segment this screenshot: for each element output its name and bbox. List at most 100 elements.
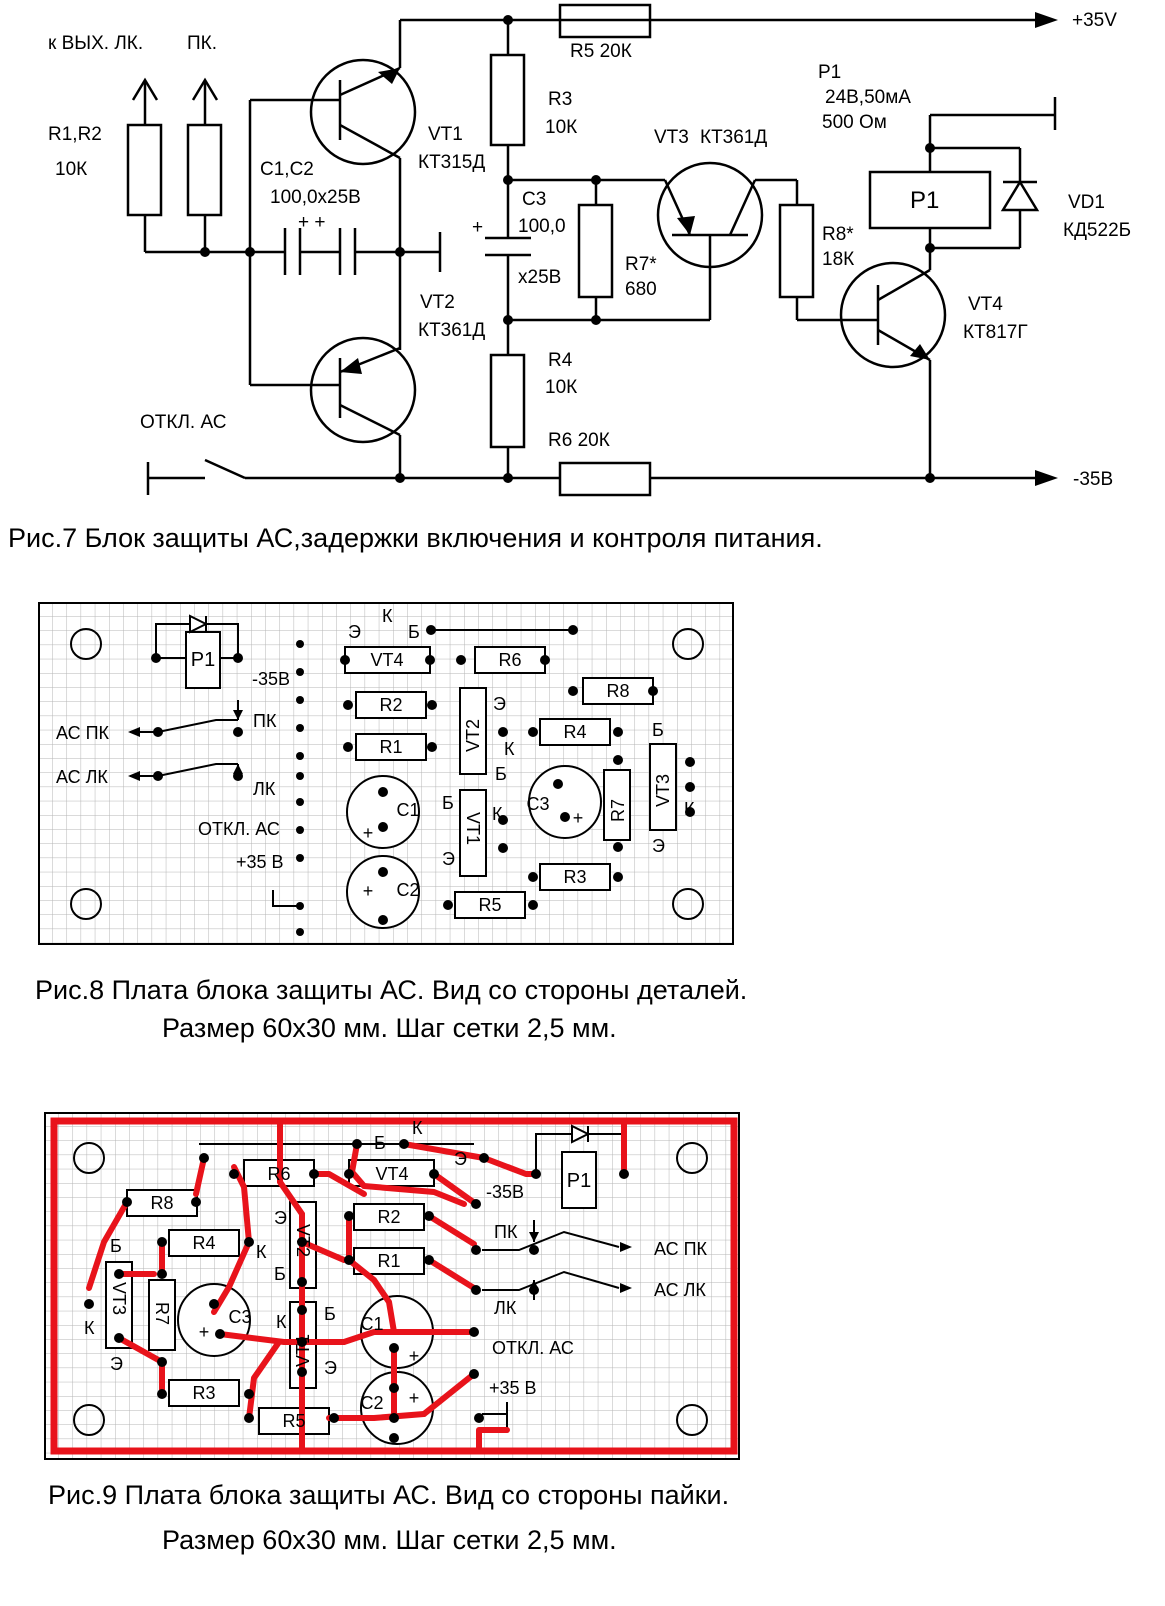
bottom-pk-label: ПК [494, 1222, 518, 1242]
top-lk-label: ЛК [253, 779, 276, 799]
bottom-plus35-label: +35 В [489, 1378, 537, 1398]
top-p1-label: Р1 [191, 649, 215, 671]
bottom-vt4-b: Б [374, 1133, 386, 1153]
bottom-c1-plus: + [409, 1346, 420, 1366]
bottom-vt2-label: VT2 [293, 1224, 313, 1257]
bottom-c1-label: С1 [360, 1314, 383, 1334]
bottom-lk-label: ЛК [494, 1298, 517, 1318]
bottom-vt1-e: Э [324, 1358, 337, 1378]
r4-name: R4 [548, 350, 573, 371]
top-vt2-e: Э [493, 694, 506, 714]
c1c2-value: 100,0х25В [270, 187, 361, 208]
top-vt1-b: Б [442, 793, 454, 813]
fig7-caption: Рис.7 Блок защиты АС,задержки включения … [8, 523, 823, 553]
c3-voltage: х25В [518, 267, 561, 288]
r7-name: R7* [625, 254, 657, 275]
top-r2-label: R2 [379, 695, 402, 715]
r8-name: R8* [822, 224, 854, 245]
vd1-type: КД522Б [1063, 220, 1131, 241]
bottom-c3-label: С3 [228, 1307, 251, 1327]
top-c2-plus: + [363, 881, 374, 901]
bottom-vt3-e: Э [110, 1354, 123, 1374]
vt2-type: КТ361Д [418, 320, 485, 341]
top-otkl-label: ОТКЛ. АС [198, 819, 280, 839]
top-pk-label: ПК [253, 711, 277, 731]
top-vt1-e: Э [442, 849, 455, 869]
bottom-r2-label: R2 [377, 1207, 400, 1227]
bottom-vt2-b: Б [274, 1264, 286, 1284]
r1r2-value: 10К [55, 159, 87, 180]
input-lk-label: к ВЫХ. ЛК. [48, 33, 143, 54]
bottom-c3-plus: + [199, 1322, 210, 1342]
top-r3-label: R3 [563, 867, 586, 887]
vt3-type: КТ361Д [700, 127, 767, 148]
top-vt4-b: Б [408, 622, 420, 642]
vd1-name: VD1 [1068, 192, 1105, 213]
schematic-diagram: к ВЫХ. ЛК. ПК. R1,R2 10К С1,С2 100,0х25В… [48, 3, 1131, 497]
c3-value: 100,0 [518, 216, 566, 237]
top-c2-label: С2 [396, 880, 419, 900]
top-ac-pk-label: АС ПК [56, 723, 110, 743]
bottom-r1-label: R1 [377, 1251, 400, 1271]
bottom-p1-label: Р1 [567, 1170, 591, 1192]
p1-name: Р1 [818, 62, 841, 83]
p1-box-label: Р1 [910, 187, 939, 214]
bottom-vt1-k: К [276, 1312, 287, 1332]
bottom-vt3-b: Б [110, 1236, 122, 1256]
bottom-r4-label: R4 [192, 1233, 215, 1253]
bottom-vt1-label: VT1 [293, 1334, 313, 1367]
r3-value: 10К [545, 117, 577, 138]
bottom-vt4-label: VT4 [375, 1164, 408, 1184]
vt4-name: VT4 [968, 294, 1003, 315]
switch-label: ОТКЛ. АС [140, 412, 226, 433]
bottom-vt3-label: VT3 [109, 1282, 129, 1315]
r1r2-name: R1,R2 [48, 124, 102, 145]
bottom-minus35-label: -35В [486, 1182, 524, 1202]
vt2-name: VT2 [420, 292, 455, 313]
top-r4-label: R4 [563, 722, 586, 742]
c3-name: С3 [522, 189, 546, 210]
bottom-otkl-label: ОТКЛ. АС [492, 1338, 574, 1358]
fig9-caption-line2: Размер 60х30 мм. Шаг сетки 2,5 мм. [162, 1525, 617, 1555]
r8-value: 18К [822, 249, 854, 270]
bottom-ac-lk-label: АС ЛК [654, 1280, 706, 1300]
r4-value: 10К [545, 377, 577, 398]
input-pk-label: ПК. [187, 33, 217, 54]
top-c1-label: С1 [396, 800, 419, 820]
top-r1-label: R1 [379, 737, 402, 757]
bottom-r8-label: R8 [150, 1193, 173, 1213]
top-ac-lk-label: АС ЛК [56, 767, 108, 787]
bottom-vt3-k: К [84, 1318, 95, 1338]
top-vt3-e: Э [652, 836, 665, 856]
bottom-ac-pk-label: АС ПК [654, 1239, 708, 1259]
r3-name: R3 [548, 89, 572, 110]
vt4-type: КТ817Г [963, 322, 1028, 343]
fig9-caption-line1: Рис.9 Плата блока защиты АС. Вид со стор… [48, 1480, 730, 1510]
minus-rail-label: -35В [1073, 469, 1113, 490]
vt3-name: VT3 [654, 127, 689, 148]
r6-label: R6 20К [548, 430, 610, 451]
top-r7-label: R7 [608, 799, 628, 822]
board-component-side: Р1 VT4 R6 R8 R2 R1 R4 R3 R5 С1 С2 С3 + +… [38, 602, 734, 945]
top-vt2-k: К [504, 739, 515, 759]
r7-value: 680 [625, 279, 657, 300]
bottom-vt4-k: К [412, 1118, 423, 1138]
bottom-vt2-k: К [256, 1242, 267, 1262]
bottom-vt2-e: Э [274, 1208, 287, 1228]
plus-rail-label: +35V [1072, 10, 1117, 31]
fig8-caption-line1: Рис.8 Плата блока защиты АС. Вид со стор… [35, 975, 748, 1005]
bottom-c2-plus: + [409, 1388, 420, 1408]
top-c1-plus: + [363, 823, 374, 843]
r5-label: R5 20К [570, 41, 632, 62]
top-c3-label: С3 [526, 794, 549, 814]
bottom-vt4-e: Э [454, 1149, 467, 1169]
c1c2-name: С1,С2 [260, 159, 314, 180]
c1c2-polarity: + + [298, 212, 325, 233]
board-solder-side: Р1 VT4 R6 R8 R2 R4 R1 R3 R5 С3 С1 С2 + +… [44, 1112, 740, 1460]
bottom-r7-label: R7 [152, 1302, 172, 1325]
top-vt2-b: Б [495, 764, 507, 784]
fig8-caption-line2: Размер 60х30 мм. Шаг сетки 2,5 мм. [162, 1013, 617, 1043]
top-vt2-label: VT2 [463, 719, 483, 752]
top-vt1-k: К [492, 804, 503, 824]
bottom-r3-label: R3 [192, 1383, 215, 1403]
